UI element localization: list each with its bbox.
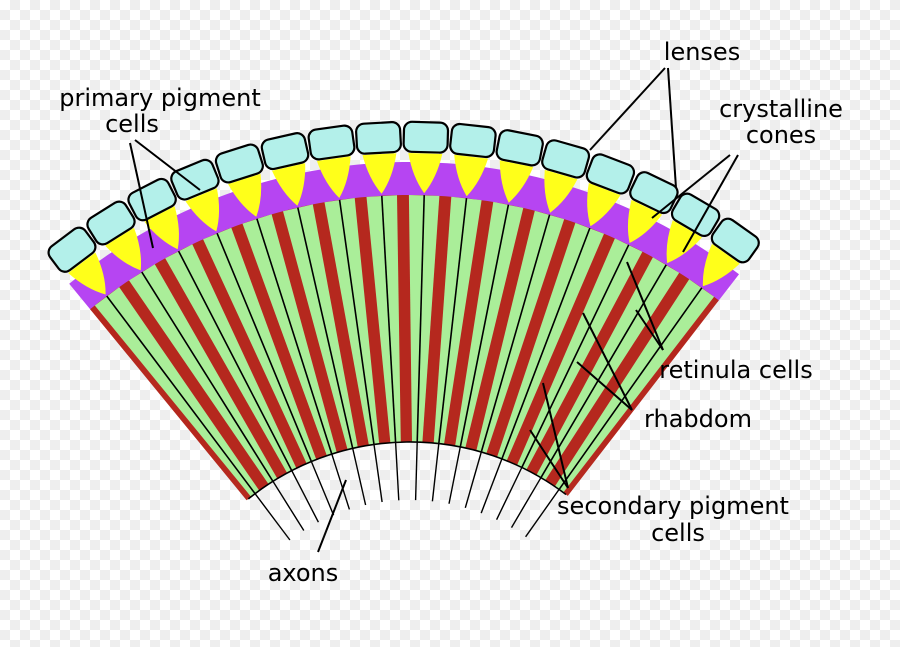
crystalline-cone <box>362 153 397 194</box>
rhabdom <box>416 195 425 443</box>
axon <box>331 453 351 510</box>
leader-cones-b <box>682 154 739 253</box>
axon <box>464 451 482 508</box>
lens <box>710 217 760 264</box>
crystalline-cone <box>544 169 578 213</box>
leader-retinula-b <box>635 309 664 351</box>
label-axons: axons <box>268 559 339 587</box>
axon <box>373 444 383 503</box>
rhabdom <box>256 218 333 455</box>
crystalline-cone <box>666 220 702 264</box>
crystalline-cone <box>408 153 443 194</box>
lens <box>260 132 310 171</box>
lens <box>86 200 136 246</box>
label-retinula-cells: retinula cells <box>659 356 812 384</box>
axon <box>431 443 440 502</box>
label-secondary-pigment-line2: cells <box>651 519 705 547</box>
crystalline-cone <box>185 188 220 232</box>
crystalline-cone <box>316 156 351 198</box>
basement-membrane <box>247 441 567 500</box>
leader-retinula-a <box>626 261 664 351</box>
axon <box>414 442 418 501</box>
axon <box>254 493 291 541</box>
leader-rhabdom-b <box>576 361 633 411</box>
rhabdom <box>540 264 667 479</box>
label-primary-pigment-line1: primary pigment <box>59 84 260 112</box>
leader-secondary-a <box>542 382 569 489</box>
lens <box>629 171 679 215</box>
crystalline-cone <box>228 173 262 217</box>
lens <box>495 129 544 167</box>
lens <box>541 139 591 179</box>
leader-lines <box>129 67 739 553</box>
rhabdom <box>501 227 591 460</box>
primary-pigment-band <box>69 161 739 311</box>
lens <box>214 143 264 184</box>
leader-primary-pigment-b <box>134 139 201 191</box>
leader-cones-a <box>651 154 731 219</box>
crystalline-cone <box>454 154 488 197</box>
rhabdom <box>381 195 397 443</box>
ommatidia-fan <box>47 120 760 541</box>
rhabdom <box>106 295 256 495</box>
lens <box>449 122 497 159</box>
crystalline-cone <box>272 163 306 206</box>
rhabdom <box>480 214 551 453</box>
axon <box>394 442 400 501</box>
label-crystalline-line2: cones <box>746 121 816 149</box>
label-primary-pigment-line2: cells <box>105 110 159 138</box>
leader-lenses-a <box>589 67 666 151</box>
leader-secondary-b <box>529 429 569 489</box>
rhabdom <box>177 250 293 472</box>
axon <box>525 488 560 538</box>
crystalline-cone <box>105 227 142 271</box>
rhabdom <box>141 271 274 482</box>
lens <box>585 153 636 195</box>
lens <box>170 158 220 201</box>
leader-rhabdom-a <box>582 312 633 411</box>
rhabdom <box>297 207 354 449</box>
lens <box>402 120 450 154</box>
lens <box>355 121 402 155</box>
crystalline-cone <box>144 206 179 250</box>
axon <box>448 446 461 504</box>
rhabdom <box>521 244 630 468</box>
rhabdom <box>438 198 468 444</box>
leader-primary-pigment-a <box>129 142 154 249</box>
axon <box>480 458 503 514</box>
label-crystalline-line1: crystalline <box>719 95 843 123</box>
rhabdom <box>459 204 510 448</box>
crystalline-cone <box>68 252 106 295</box>
crystalline-cone <box>627 199 663 243</box>
retinula-cell <box>408 195 440 443</box>
axon <box>510 477 542 528</box>
lens <box>47 226 97 273</box>
axon <box>310 461 335 516</box>
axon <box>495 467 523 521</box>
axon <box>291 470 320 523</box>
leader-lenses-b <box>667 67 677 189</box>
label-lenses: lenses <box>664 38 740 66</box>
crystalline-cone <box>587 183 621 227</box>
axon <box>272 481 305 531</box>
crystalline-cone <box>702 243 740 287</box>
rhabdom <box>558 287 703 490</box>
lens <box>307 124 356 161</box>
labels: primary pigment cells lenses crystalline… <box>59 38 843 587</box>
rhabdom <box>338 199 375 445</box>
lens <box>670 192 721 238</box>
axon <box>352 448 367 506</box>
leader-axons <box>317 479 347 553</box>
rhabdom <box>216 232 313 462</box>
label-rhabdom: rhabdom <box>644 405 752 433</box>
crystalline-cone <box>499 160 534 203</box>
label-secondary-pigment-line1: secondary pigment <box>557 492 789 520</box>
